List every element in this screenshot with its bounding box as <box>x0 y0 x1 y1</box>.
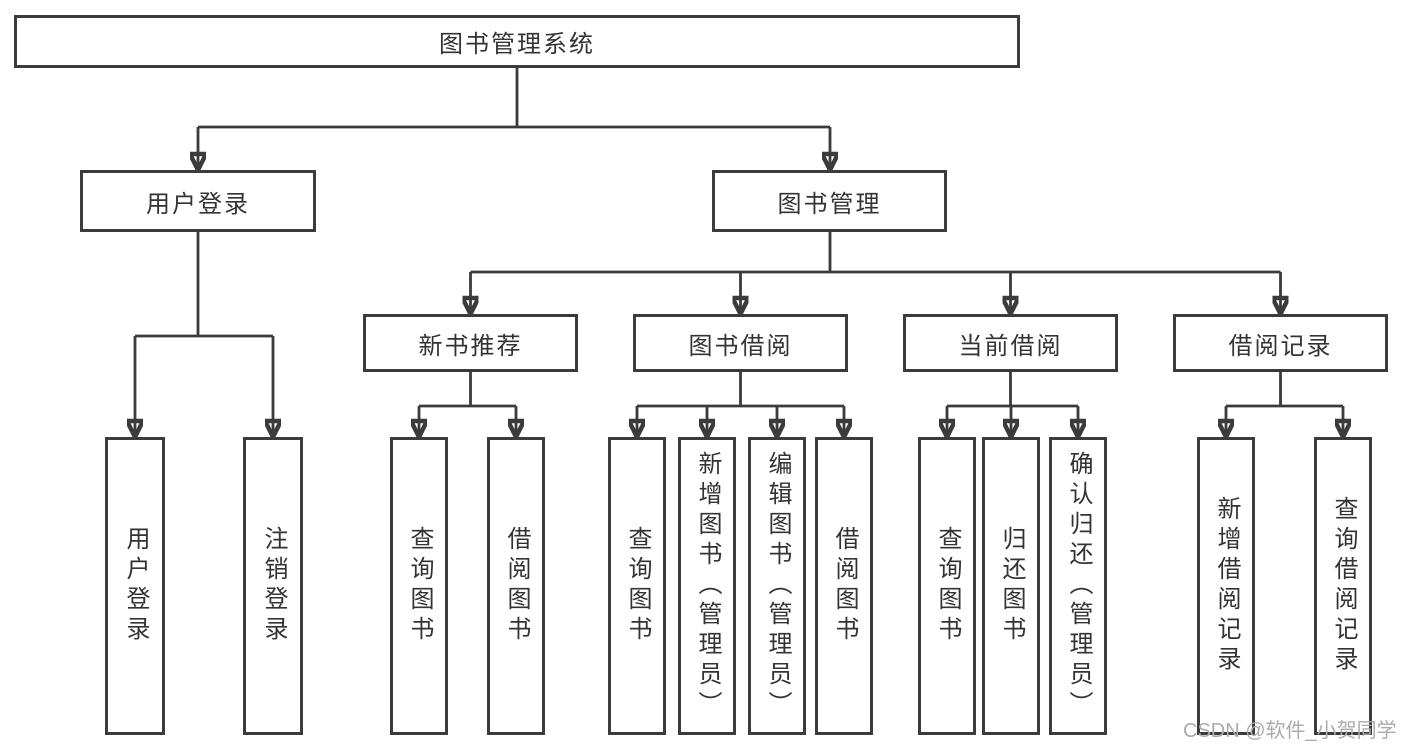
node-label: 归还图书 <box>998 526 1025 646</box>
node-label: 图书管理系统 <box>439 31 595 58</box>
node-label: 查询图书 <box>406 526 433 646</box>
node-label: 图书借阅 <box>688 332 793 360</box>
node-borrowing-records: 借阅记录 <box>1173 314 1388 372</box>
node-label: 查询借阅记录 <box>1330 496 1357 676</box>
node-label: 确认归还（管理员） <box>1065 451 1092 721</box>
node-label: 编辑图书（管理员） <box>764 451 791 721</box>
node-new-book-recommendation: 新书推荐 <box>363 314 578 372</box>
leaf-user-login: 用户登录 <box>105 437 165 735</box>
node-label: 查询图书 <box>624 526 651 646</box>
node-label: 查询图书 <box>934 526 961 646</box>
node-label: 借阅图书 <box>503 526 530 646</box>
leaf-borrow-books: 借阅图书 <box>815 437 873 735</box>
node-user-login: 用户登录 <box>80 170 316 232</box>
node-library-management-system: 图书管理系统 <box>14 15 1020 68</box>
node-label: 新增图书（管理员） <box>694 451 721 721</box>
leaf-add-borrow-record: 新增借阅记录 <box>1197 437 1255 735</box>
node-label: 用户登录 <box>122 526 149 646</box>
leaf-logout: 注销登录 <box>243 437 303 735</box>
leaf-edit-books-admin: 编辑图书（管理员） <box>748 437 806 735</box>
leaf-confirm-return-admin: 确认归还（管理员） <box>1049 437 1107 735</box>
node-current-borrowing: 当前借阅 <box>903 314 1118 372</box>
node-label: 图书管理 <box>777 190 882 218</box>
leaf-query-borrow-record: 查询借阅记录 <box>1314 437 1372 735</box>
leaf-add-books-admin: 新增图书（管理员） <box>678 437 736 735</box>
node-book-management: 图书管理 <box>712 170 947 232</box>
node-label: 借阅图书 <box>831 526 858 646</box>
node-label: 注销登录 <box>260 526 287 646</box>
node-label: 用户登录 <box>146 190 250 218</box>
watermark: CSDN @软件_小贺同学 <box>1183 720 1397 742</box>
leaf-return-books: 归还图书 <box>982 437 1040 735</box>
node-label: 新书推荐 <box>418 332 523 360</box>
leaf-query-books-borrow: 查询图书 <box>608 437 666 735</box>
node-label: 当前借阅 <box>958 332 1063 360</box>
leaf-query-books-current: 查询图书 <box>918 437 976 735</box>
node-label: 借阅记录 <box>1228 332 1333 360</box>
node-label: 新增借阅记录 <box>1213 496 1240 676</box>
node-book-borrowing: 图书借阅 <box>633 314 848 372</box>
leaf-borrow-books-recommend: 借阅图书 <box>487 437 545 735</box>
leaf-query-books-recommend: 查询图书 <box>390 437 448 735</box>
